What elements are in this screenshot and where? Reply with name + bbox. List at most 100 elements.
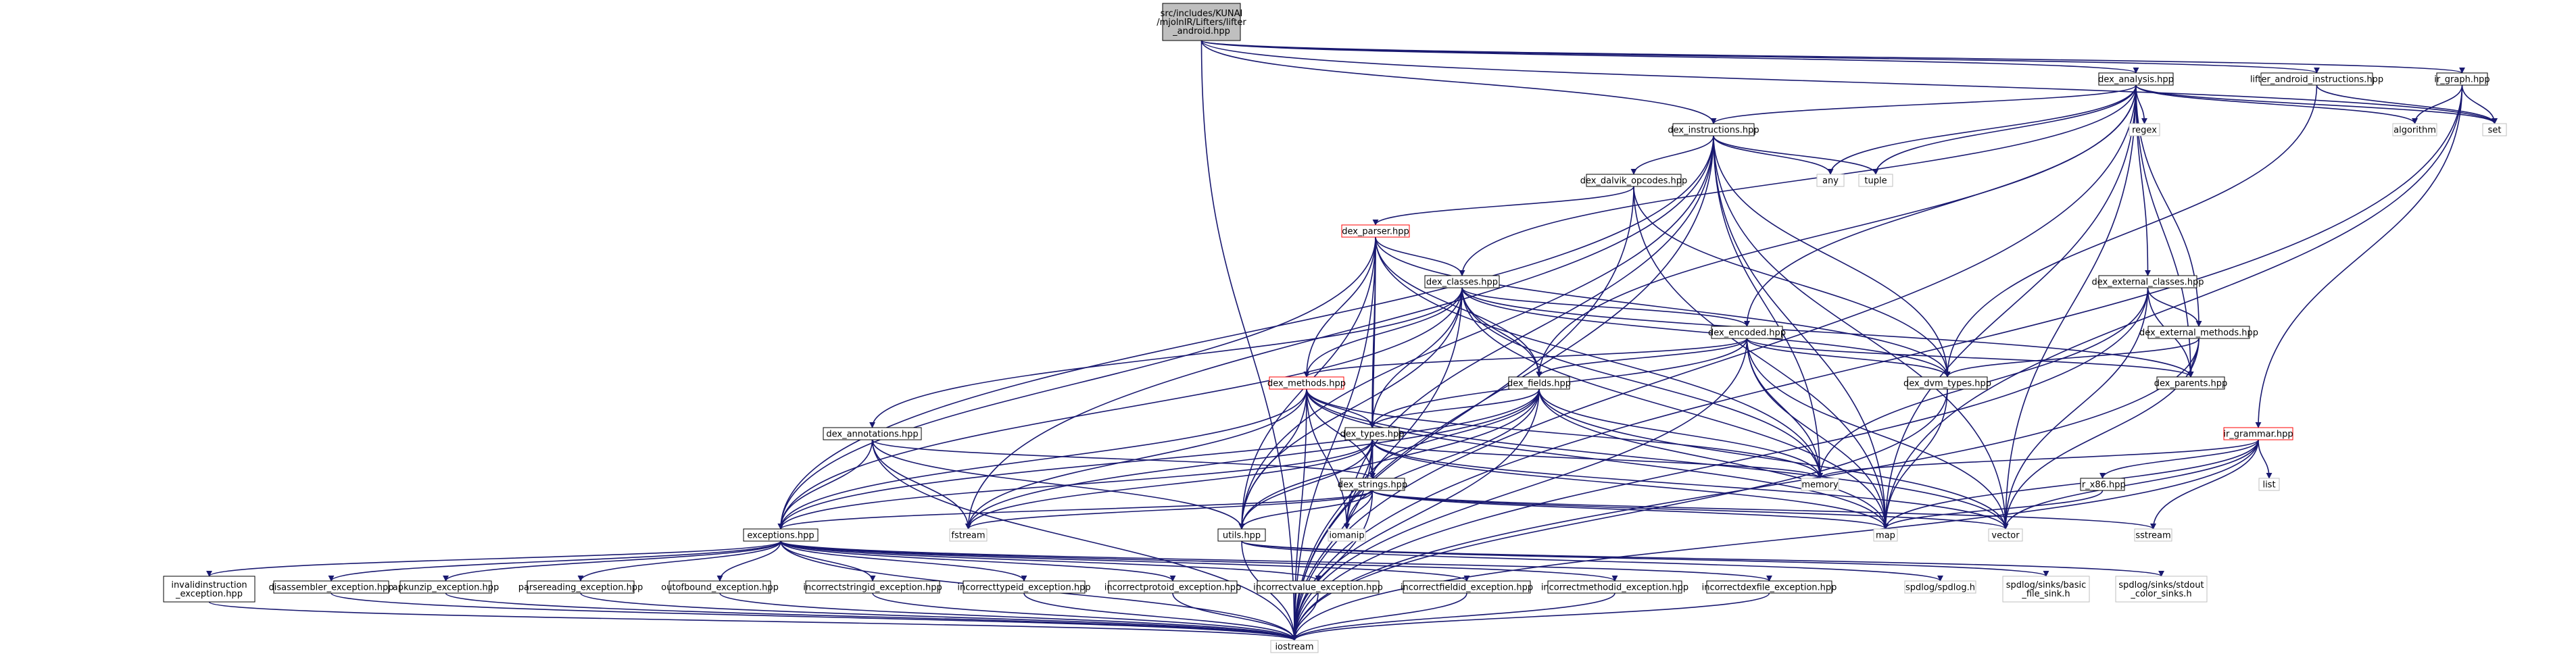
node-incorrectdexfile_exception[interactable]: incorrectdexfile_exception.hpp — [1702, 580, 1837, 594]
node-label-utils: utils.hpp — [1223, 531, 1261, 541]
node-apkunzip_exception[interactable]: apkunzip_exception.hpp — [393, 580, 499, 594]
node-lifter_android_instructions[interactable]: lifter_android_instructions.hpp — [2250, 72, 2383, 86]
node-incorrectvalue_exception[interactable]: incorrectvalue_exception.hpp — [1253, 580, 1383, 594]
edge-dex_classes-to-map — [1461, 287, 1889, 530]
node-dex_external_methods[interactable]: dex_external_methods.hpp — [2139, 326, 2258, 339]
edge-ir_graph-to-algorithm — [2412, 84, 2463, 124]
node-ir_x86[interactable]: ir_x86.hpp — [2079, 478, 2126, 491]
edge-ir_graph-to-iostream — [1291, 84, 2463, 641]
edge-dex_methods-to-iostream — [1291, 388, 1307, 641]
node-label-exceptions: exceptions.hpp — [747, 531, 814, 541]
edge-exceptions-to-parsereading_exception — [577, 540, 781, 582]
edge-ir_grammar-to-ir_x86 — [2099, 439, 2259, 479]
node-memory: memory — [1801, 478, 1839, 491]
node-box-dex_instructions — [1672, 123, 1755, 136]
node-outofbound_exception[interactable]: outofbound_exception.hpp — [661, 580, 779, 594]
node-map: map — [1873, 528, 1898, 542]
node-label-dex_instructions: dex_instructions.hpp — [1668, 126, 1759, 136]
node-dex_parser[interactable]: dex_parser.hpp — [1341, 224, 1410, 238]
node-root[interactable]: src/includes/KUNAI/mjolnIR/Lifters/lifte… — [1157, 3, 1246, 41]
node-parsereading_exception[interactable]: parsereading_exception.hpp — [518, 580, 643, 594]
node-incorrectprotoid_exception[interactable]: incorrectprotoid_exception.hpp — [1104, 580, 1241, 594]
edge-dex_parser-to-iostream — [1291, 236, 1376, 641]
edge-dex_parser-to-dex_fields — [1375, 236, 1542, 378]
node-dex_strings[interactable]: dex_strings.hpp — [1338, 478, 1407, 491]
edge-exceptions-to-invalidinstruction_exception — [206, 540, 781, 577]
node-incorrectmethodid_exception[interactable]: incorrectmethodid_exception.hpp — [1541, 580, 1688, 594]
node-ir_graph[interactable]: ir_graph.hpp — [2434, 72, 2490, 86]
edge-dex_methods-to-utils — [1238, 388, 1307, 530]
node-box-dex_analysis — [2098, 72, 2174, 86]
node-incorrectfieldid_exception[interactable]: incorrectfieldid_exception.hpp — [1401, 580, 1533, 594]
edge-incorrectmethodid_exception-to-iostream — [1291, 592, 1615, 641]
node-dex_types[interactable]: dex_types.hpp — [1340, 427, 1405, 440]
node-dex_methods[interactable]: dex_methods.hpp — [1267, 376, 1346, 390]
node-sstream: sstream — [2134, 528, 2172, 542]
node-dex_parents[interactable]: dex_parents.hpp — [2154, 376, 2227, 390]
edge-dex_types-to-memory — [1371, 439, 1823, 479]
edge-dex_strings-to-fstream — [965, 490, 1374, 530]
node-dex_analysis[interactable]: dex_analysis.hpp — [2098, 72, 2174, 86]
node-label-root: /mjolnIR/Lifters/lifter — [1157, 18, 1246, 28]
node-label-iostream: iostream — [1275, 642, 1313, 653]
node-label-disassembler_exception: disassembler_exception.hpp — [269, 583, 394, 593]
node-label-root: _android.hpp — [1172, 26, 1230, 36]
node-disassembler_exception[interactable]: disassembler_exception.hpp — [269, 580, 394, 594]
edge-incorrectvalue_exception-to-iostream — [1291, 592, 1319, 641]
node-box-ir_graph — [2436, 72, 2488, 86]
node-box-regex — [2129, 123, 2160, 136]
edge-dex_dalvik_opcodes-to-dex_parser — [1372, 186, 1634, 226]
node-utils[interactable]: utils.hpp — [1217, 528, 1266, 542]
node-label-dex_types: dex_types.hpp — [1340, 430, 1405, 440]
edge-ir_grammar-to-iostream — [1291, 439, 2259, 641]
node-incorrectstringid_exception[interactable]: incorrectstringid_exception.hpp — [803, 580, 942, 594]
node-invalidinstruction_exception[interactable]: invalidinstruction_exception.hpp — [163, 576, 256, 603]
edge-incorrectprotoid_exception-to-iostream — [1172, 592, 1298, 641]
node-algorithm: algorithm — [2392, 123, 2437, 136]
node-dex_encoded[interactable]: dex_encoded.hpp — [1708, 326, 1786, 339]
edge-dex_analysis-to-dex_encoded — [1744, 84, 2137, 327]
node-box-iomanip — [1328, 528, 1366, 542]
node-dex_dvm_types[interactable]: dex_dvm_types.hpp — [1903, 376, 1991, 390]
node-label-spdlog_basic: _file_sink.h — [2021, 589, 2070, 599]
node-layer: src/includes/KUNAI/mjolnIR/Lifters/lifte… — [163, 3, 2507, 653]
edge-dex_instructions-to-iomanip — [1344, 135, 1714, 530]
edge-dex_dalvik_opcodes-to-iostream — [1291, 186, 1634, 641]
node-box-root — [1162, 3, 1241, 41]
edge-dex_instructions-to-vector — [1713, 135, 2009, 530]
edge-dex_analysis-to-dex_fields — [1536, 84, 2137, 378]
node-label-dex_annotations: dex_annotations.hpp — [826, 430, 918, 440]
node-box-outofbound_exception — [669, 580, 771, 594]
node-label-iomanip: iomanip — [1329, 531, 1364, 541]
node-exceptions[interactable]: exceptions.hpp — [743, 528, 819, 542]
node-dex_classes[interactable]: dex_classes.hpp — [1424, 275, 1500, 288]
edge-exceptions-to-outofbound_exception — [716, 540, 781, 582]
node-label-outofbound_exception: outofbound_exception.hpp — [661, 583, 779, 593]
edge-dex_dalvik_opcodes-to-dex_dvm_types — [1633, 186, 1951, 378]
edge-exceptions-to-incorrectdexfile_exception — [780, 540, 1772, 582]
node-incorrecttypeid_exception[interactable]: incorrecttypeid_exception.hpp — [957, 580, 1091, 594]
node-dex_instructions[interactable]: dex_instructions.hpp — [1668, 123, 1759, 136]
node-iomanip: iomanip — [1328, 528, 1366, 542]
node-label-dex_external_methods: dex_external_methods.hpp — [2139, 328, 2258, 338]
node-box-dex_external_methods — [2147, 326, 2250, 339]
node-dex_external_classes[interactable]: dex_external_classes.hpp — [2091, 275, 2204, 288]
edge-dex_annotations-to-exceptions — [777, 439, 873, 530]
node-box-list — [2258, 478, 2280, 491]
node-dex_dalvik_opcodes[interactable]: dex_dalvik_opcodes.hpp — [1580, 174, 1688, 187]
edge-dex_dalvik_opcodes-to-map — [1633, 186, 1889, 530]
edge-dex_strings-to-vector — [1371, 490, 2009, 530]
edge-dex_strings-to-exceptions — [777, 490, 1374, 530]
edge-utils-to-spdlog_stdout — [1241, 540, 2164, 577]
node-label-parsereading_exception: parsereading_exception.hpp — [518, 583, 643, 593]
node-label-lifter_android_instructions: lifter_android_instructions.hpp — [2250, 75, 2383, 85]
node-dex_annotations[interactable]: dex_annotations.hpp — [823, 427, 922, 440]
node-box-dex_classes — [1424, 275, 1500, 288]
node-box-set — [2482, 123, 2507, 136]
node-tuple: tuple — [1858, 174, 1893, 187]
node-ir_grammar[interactable]: ir_grammar.hpp — [2223, 427, 2293, 440]
edge-dex_fields-to-map — [1538, 388, 1889, 530]
edge-root-to-dex_instructions — [1200, 40, 1717, 124]
edge-lifter_android_instructions-to-dex_dvm_types — [1944, 84, 2318, 378]
node-dex_fields[interactable]: dex_fields.hpp — [1507, 376, 1571, 390]
